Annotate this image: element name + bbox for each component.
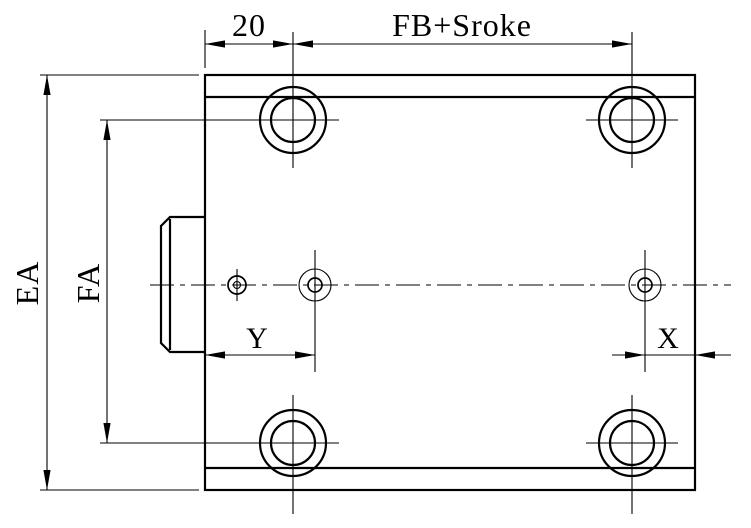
corner-hole-bottom-left <box>247 395 339 514</box>
dimension-label: X <box>657 322 679 355</box>
dimension-fb-stroke: FB+Sroke <box>293 7 632 48</box>
dimension-label: Y <box>246 322 268 355</box>
body-rect <box>203 73 697 492</box>
dimension-x: X <box>612 322 731 359</box>
dimension-label: EA <box>9 261 45 306</box>
corner-hole-bottom-right <box>586 395 678 514</box>
body-outline <box>203 73 697 492</box>
corner-hole-top-left <box>247 32 339 168</box>
dimension-20: 20 <box>204 7 293 68</box>
dimension-label: FA <box>70 263 106 304</box>
corner-hole-top-right <box>586 32 678 168</box>
center-hole-left <box>298 250 332 372</box>
dimension-label: FB+Sroke <box>392 7 532 43</box>
center-hole-right <box>628 250 662 372</box>
dimension-y: Y <box>205 322 315 359</box>
dimension-label: 20 <box>232 7 266 43</box>
dimension-ea: EA <box>9 74 199 491</box>
left-port-fitting <box>227 269 247 301</box>
dimension-fa: FA <box>70 119 256 444</box>
